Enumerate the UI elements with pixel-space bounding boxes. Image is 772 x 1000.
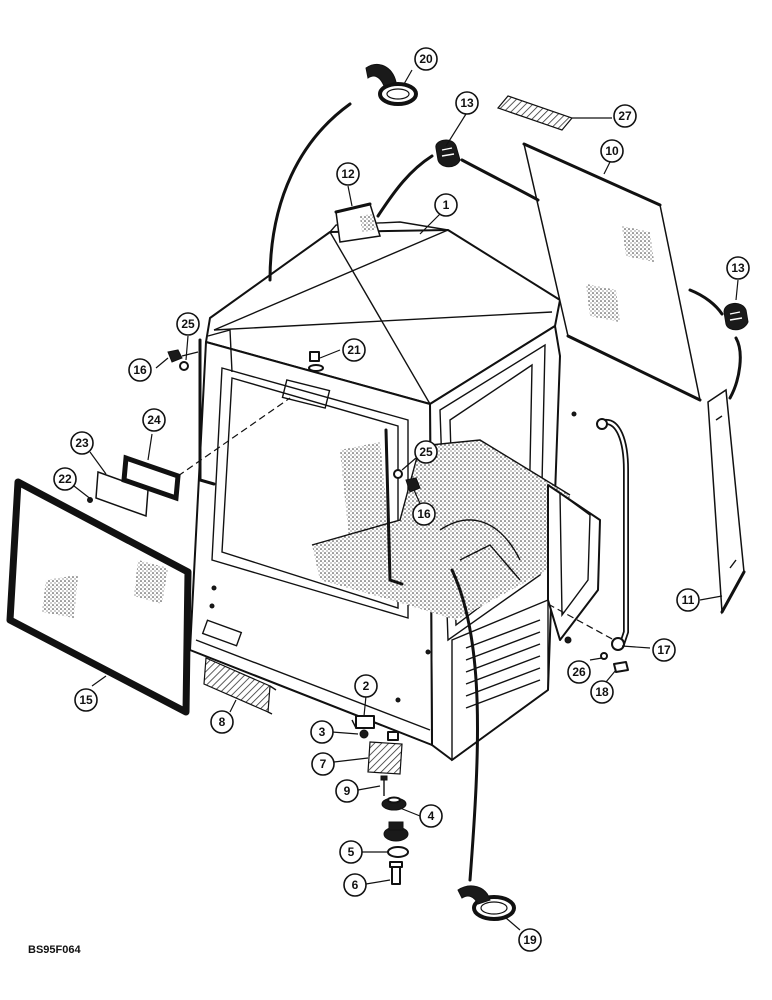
hardware-16-left xyxy=(167,349,199,363)
svg-text:9: 9 xyxy=(344,784,351,798)
callout-2: 2 xyxy=(354,674,378,698)
svg-text:16: 16 xyxy=(417,507,431,521)
svg-text:10: 10 xyxy=(605,144,619,158)
svg-text:20: 20 xyxy=(419,52,433,66)
callout-9: 9 xyxy=(335,779,359,803)
part-20-seal xyxy=(365,64,418,106)
svg-text:8: 8 xyxy=(219,715,226,729)
svg-text:5: 5 xyxy=(348,845,355,859)
callout-18: 18 xyxy=(590,680,614,704)
svg-text:16: 16 xyxy=(133,363,147,377)
part-24-gasket xyxy=(121,454,181,502)
part-17-grab-handle xyxy=(596,418,629,651)
part-11-side-glass xyxy=(707,388,746,615)
callout-27: 27 xyxy=(613,104,637,128)
part-3-washer xyxy=(359,729,369,739)
callout-1: 1 xyxy=(434,193,458,217)
callout-26: 26 xyxy=(567,660,591,684)
callout-23: 23 xyxy=(70,431,94,455)
side-handrail xyxy=(198,338,216,486)
part-6-bolt xyxy=(389,861,403,885)
svg-text:26: 26 xyxy=(572,665,586,679)
callout-3: 3 xyxy=(310,720,334,744)
callout-24: 24 xyxy=(142,408,166,432)
callout-12: 12 xyxy=(336,162,360,186)
svg-text:25: 25 xyxy=(419,445,433,459)
part-13-clip-top xyxy=(435,139,461,168)
callout-11: 11 xyxy=(676,588,700,612)
part-9-bolt xyxy=(380,775,388,796)
callout-16-left: 16 xyxy=(128,358,152,382)
part-7-plate xyxy=(367,731,403,775)
part-8-step-plate xyxy=(203,657,277,715)
part-19-seal xyxy=(457,885,516,921)
cab-body xyxy=(189,221,601,762)
hardware-16-right xyxy=(405,477,421,493)
svg-text:22: 22 xyxy=(58,472,72,486)
part-13-clip-right xyxy=(723,303,749,331)
part-5-washer xyxy=(387,846,409,858)
weather-strip-lower xyxy=(450,568,479,882)
callout-13-top: 13 xyxy=(455,91,479,115)
part-10-rear-glass xyxy=(522,142,702,402)
figure-code: BS95F064 xyxy=(28,944,81,956)
part-15-front-glass xyxy=(6,478,192,716)
callout-22: 22 xyxy=(53,467,77,491)
svg-text:27: 27 xyxy=(618,109,632,123)
svg-text:4: 4 xyxy=(428,809,435,823)
rear-compartment xyxy=(547,484,601,641)
svg-text:17: 17 xyxy=(657,643,671,657)
callout-25-right: 25 xyxy=(414,440,438,464)
hardware-26 xyxy=(600,652,608,660)
hardware-18 xyxy=(613,661,629,673)
svg-text:15: 15 xyxy=(79,693,93,707)
callout-16-right: 16 xyxy=(412,502,436,526)
svg-text:7: 7 xyxy=(320,757,327,771)
callout-7: 7 xyxy=(311,752,335,776)
callout-17: 17 xyxy=(652,638,676,662)
svg-text:18: 18 xyxy=(595,685,609,699)
weather-strip-left xyxy=(268,102,352,282)
callout-6: 6 xyxy=(343,873,367,897)
callout-25-left: 25 xyxy=(176,312,200,336)
callout-8: 8 xyxy=(210,710,234,734)
svg-text:2: 2 xyxy=(363,679,370,693)
hardware-21 xyxy=(308,351,324,372)
callout-20: 20 xyxy=(414,47,438,71)
callout-15: 15 xyxy=(74,688,98,712)
svg-text:21: 21 xyxy=(347,343,361,357)
svg-text:23: 23 xyxy=(75,436,89,450)
part-12-glass xyxy=(334,202,381,243)
svg-text:25: 25 xyxy=(181,317,195,331)
svg-text:19: 19 xyxy=(523,933,537,947)
leader-lines xyxy=(73,69,739,931)
svg-text:24: 24 xyxy=(147,413,161,427)
callout-5: 5 xyxy=(339,840,363,864)
svg-text:11: 11 xyxy=(682,593,695,607)
svg-text:13: 13 xyxy=(460,96,474,110)
part-27-filter xyxy=(496,95,574,131)
part-4-isolators xyxy=(381,796,409,842)
hardware-25-left xyxy=(179,361,189,371)
callout-10: 10 xyxy=(600,139,624,163)
callout-21: 21 xyxy=(342,338,366,362)
svg-text:13: 13 xyxy=(731,261,745,275)
hardware-25-right xyxy=(393,469,403,479)
callout-4: 4 xyxy=(419,804,443,828)
svg-text:6: 6 xyxy=(352,878,359,892)
callout-19: 19 xyxy=(518,928,542,952)
svg-text:1: 1 xyxy=(443,198,450,212)
callout-13-right: 13 xyxy=(726,256,750,280)
part-2-bracket xyxy=(351,715,375,729)
svg-text:12: 12 xyxy=(341,167,355,181)
svg-text:3: 3 xyxy=(319,725,326,739)
louver-vents xyxy=(451,598,549,762)
